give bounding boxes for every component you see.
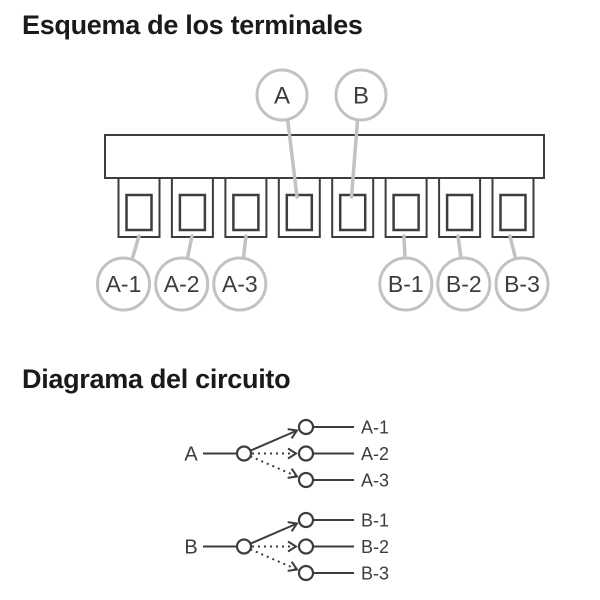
switch-node-b bbox=[235, 538, 253, 555]
contact-a2 bbox=[297, 445, 315, 462]
leader-b-to-terminal-5 bbox=[349, 112, 360, 199]
callout-a2: A-2 bbox=[154, 256, 210, 312]
contact-a3 bbox=[297, 471, 315, 489]
branch-a1-solid bbox=[249, 428, 299, 452]
callout-a1-label: A-1 bbox=[106, 271, 142, 297]
output-a1-label: A-1 bbox=[361, 417, 389, 437]
branch-b3-dotted bbox=[249, 548, 299, 572]
contact-b2 bbox=[297, 538, 315, 555]
switch-node-a bbox=[235, 445, 253, 462]
circuit-group-a: A A-1 A-2 A-3 bbox=[184, 417, 389, 490]
output-b2-label: B-2 bbox=[361, 537, 389, 557]
terminal-strip-bar bbox=[104, 134, 545, 179]
callout-b-label: B bbox=[353, 82, 369, 109]
terminal-schematic-title: Esquema de los terminales bbox=[22, 10, 363, 40]
callout-b3-label: B-3 bbox=[504, 271, 540, 297]
contact-b3 bbox=[297, 564, 315, 582]
terminal-6 bbox=[384, 177, 428, 238]
output-a2-label: A-2 bbox=[361, 444, 389, 464]
output-a3-label: A-3 bbox=[361, 470, 389, 490]
leader-a-to-terminal-4 bbox=[285, 112, 299, 199]
callout-a2-label: A-2 bbox=[164, 271, 200, 297]
terminal-2 bbox=[170, 177, 214, 238]
output-b3-label: B-3 bbox=[361, 563, 389, 583]
callout-b2-label: B-2 bbox=[446, 271, 482, 297]
contact-b1 bbox=[297, 511, 315, 529]
terminal-1 bbox=[117, 177, 161, 238]
circuit-group-b: B B-1 B-2 B-3 bbox=[184, 510, 389, 583]
callout-b1: B-1 bbox=[378, 256, 434, 312]
terminal-8 bbox=[491, 177, 535, 238]
callout-a1: A-1 bbox=[96, 256, 151, 312]
callout-a3: A-3 bbox=[212, 256, 268, 312]
callout-b1-label: B-1 bbox=[388, 271, 424, 297]
output-b1-label: B-1 bbox=[361, 510, 389, 530]
terminal-7 bbox=[438, 177, 482, 238]
circuit-input-b-label: B bbox=[184, 537, 197, 559]
circuit-diagram-title: Diagrama del circuito bbox=[22, 364, 291, 394]
circuit-diagram: A A-1 A-2 A-3 B bbox=[184, 417, 389, 583]
branch-a3-dotted bbox=[249, 455, 299, 479]
callout-b2: B-2 bbox=[436, 256, 492, 312]
circuit-input-a-label: A bbox=[184, 444, 198, 466]
terminal-4 bbox=[277, 177, 321, 238]
callout-a3-label: A-3 bbox=[222, 271, 258, 297]
contact-a1 bbox=[297, 418, 315, 436]
terminal-schematic: A B A-1 A-2 A-3 B-1 bbox=[96, 68, 550, 312]
terminal-3 bbox=[224, 177, 268, 238]
callout-b: B bbox=[334, 68, 388, 122]
branch-b1-solid bbox=[249, 521, 299, 545]
callout-a-label: A bbox=[274, 82, 290, 109]
callout-b3: B-3 bbox=[494, 256, 550, 312]
callout-a: A bbox=[255, 68, 309, 122]
